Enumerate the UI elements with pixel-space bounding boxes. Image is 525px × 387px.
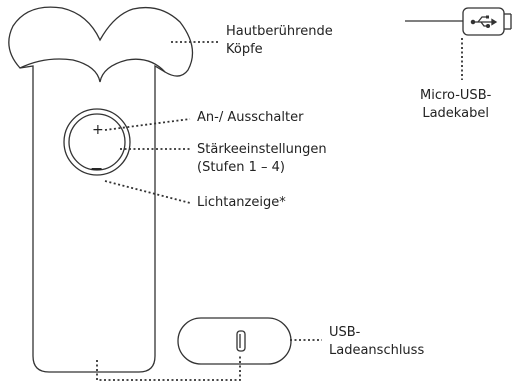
control-button-outer[interactable] (63, 108, 131, 176)
usb-port-housing (177, 317, 292, 365)
leader-port-connection (96, 355, 241, 381)
leader-light (104, 180, 191, 204)
label-heads: Hautberührende Köpfe (226, 24, 333, 57)
control-button-inner (68, 113, 126, 171)
plus-icon: + (92, 122, 104, 138)
usb-icon (470, 15, 498, 29)
label-light: Lichtanzeige* (197, 195, 286, 210)
label-power: An-/ Ausschalter (197, 110, 304, 125)
leader-power (104, 118, 191, 131)
usb-plug (462, 7, 505, 36)
label-strength: Stärkeeinstellungen (Stufen 1 – 4) (197, 142, 327, 175)
device-body (8, 6, 194, 373)
heads-divider (19, 58, 166, 83)
minus-icon: − (90, 159, 104, 178)
label-cable: Micro-USB- Ladekabel (420, 88, 492, 121)
usb-port-icon (236, 330, 246, 352)
label-port: USB- Ladeanschluss (329, 325, 425, 358)
